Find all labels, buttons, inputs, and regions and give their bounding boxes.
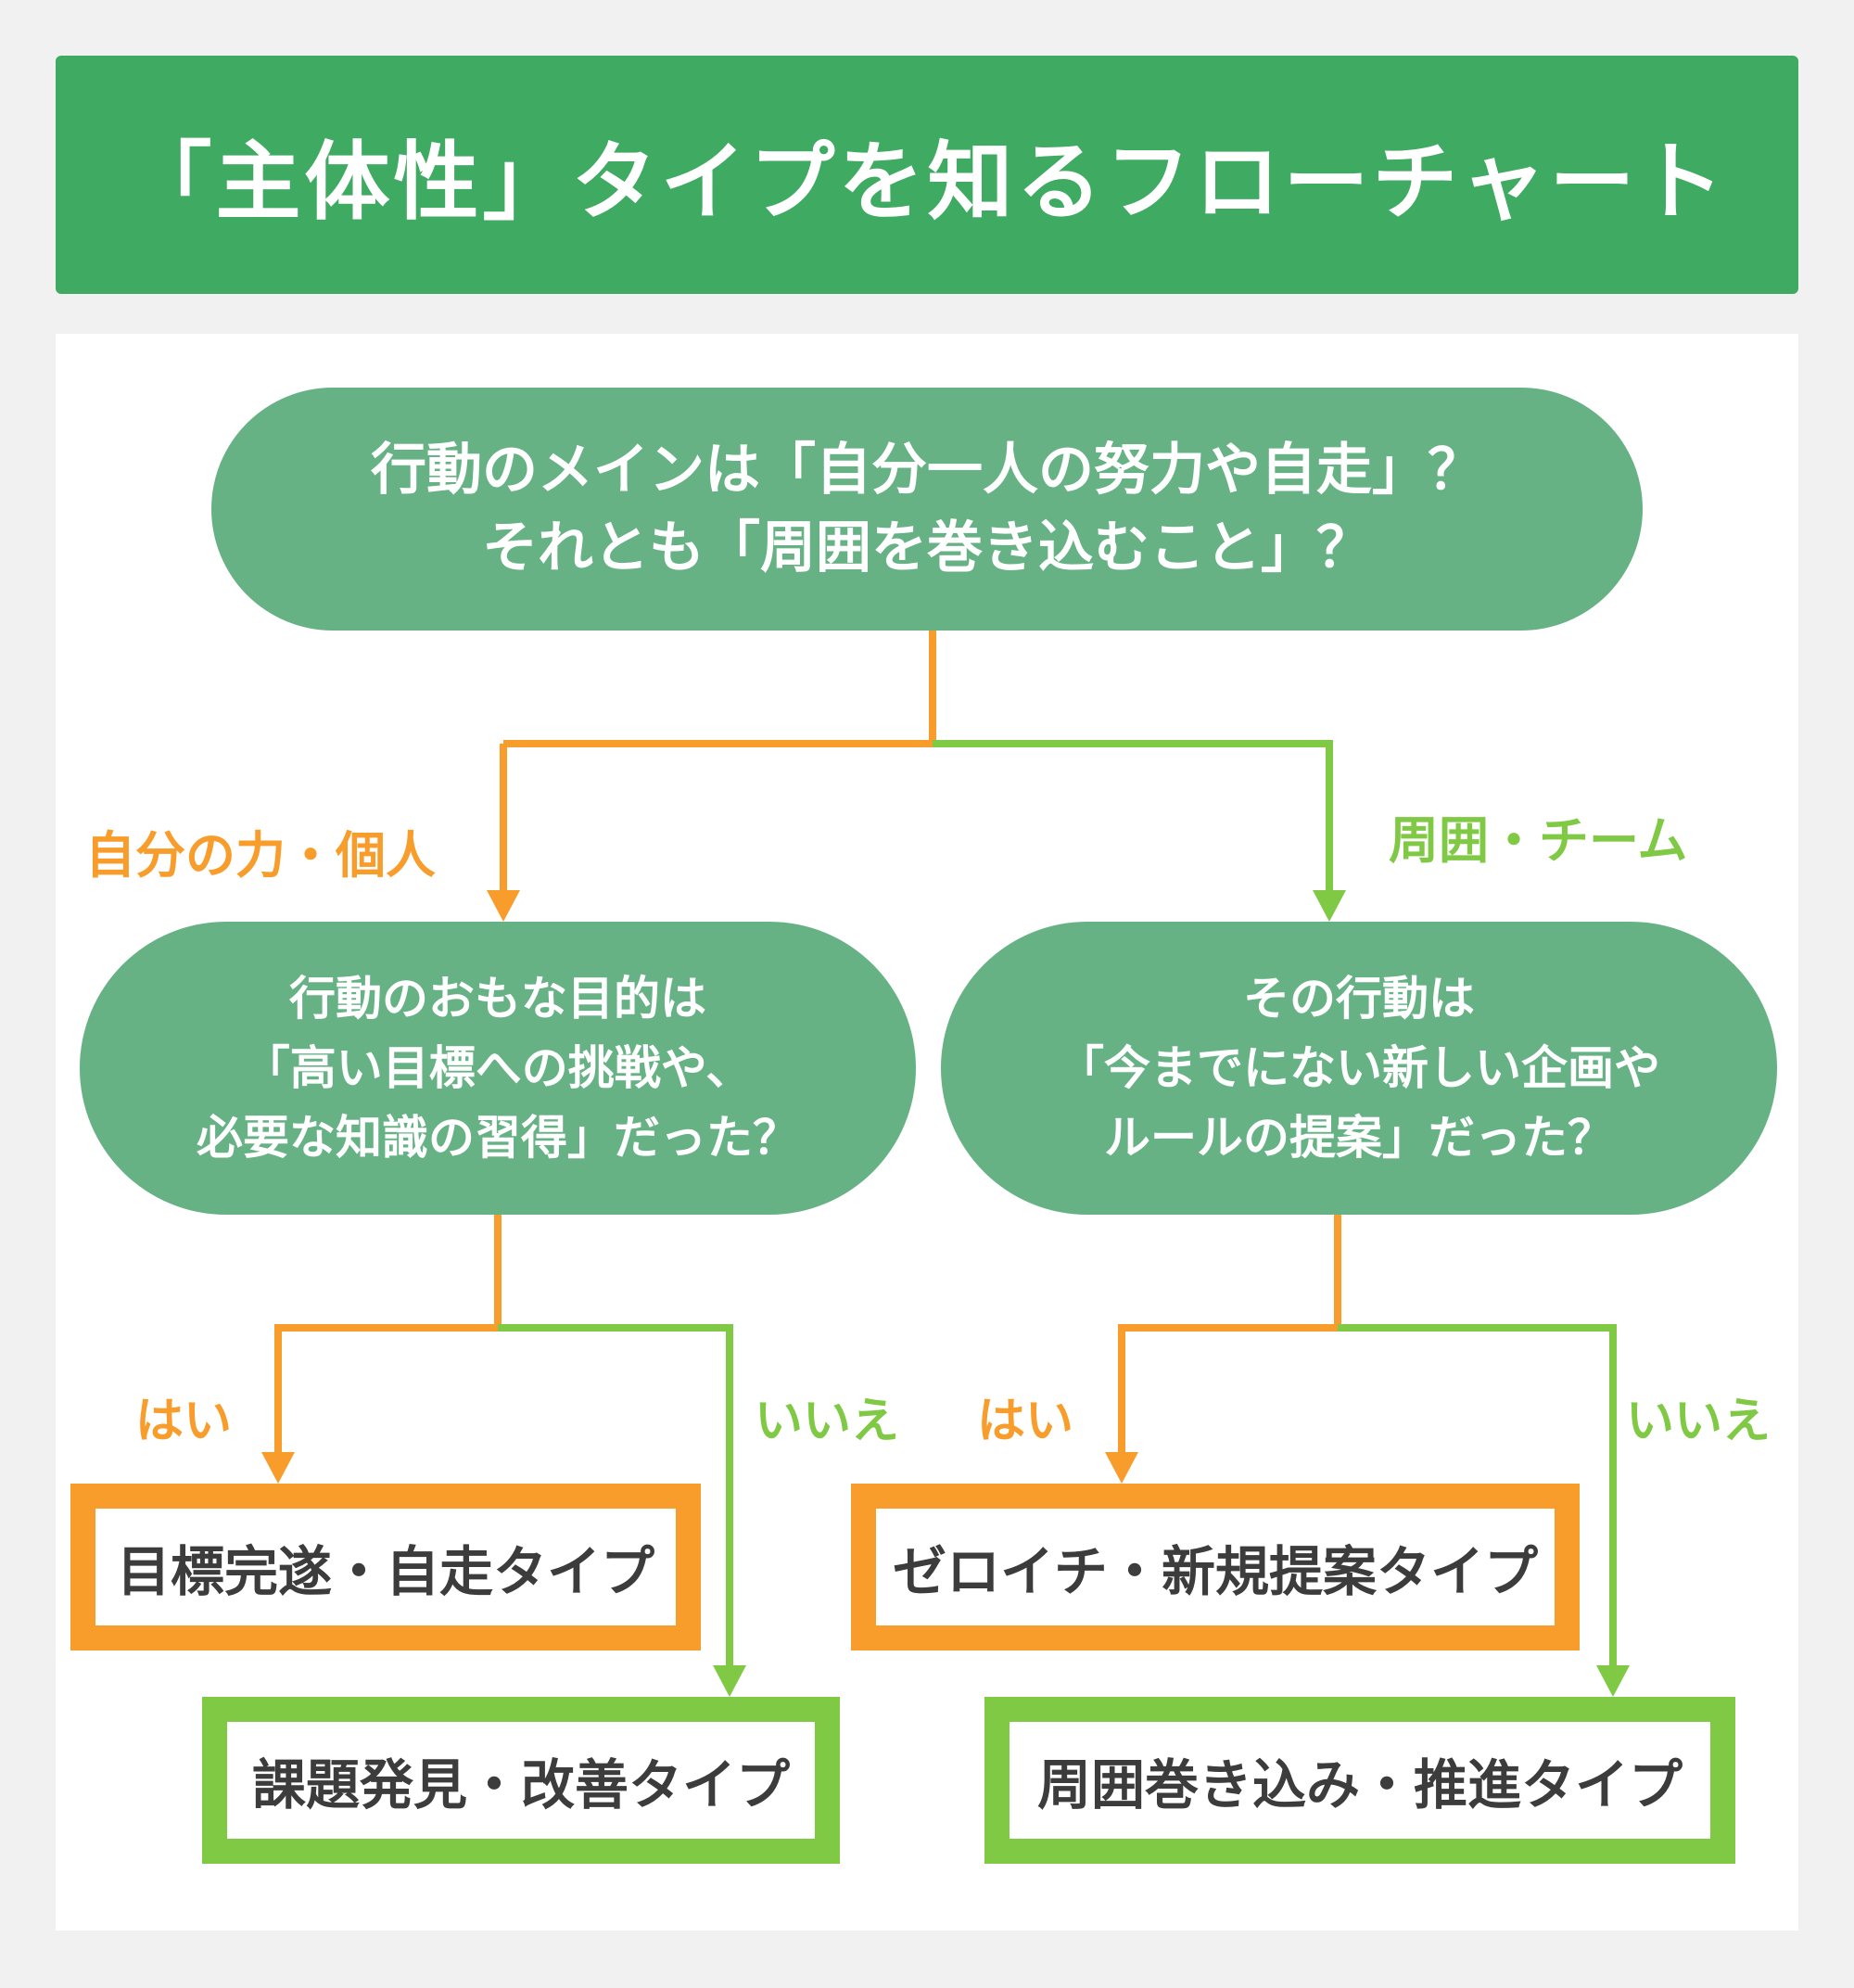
question-self-line: 「高い目標への挑戦や、 bbox=[243, 1040, 753, 1095]
question-team-line: ルールの提案」だった？ bbox=[1104, 1110, 1614, 1165]
result-label: ゼロイチ・新規提案タイプ bbox=[876, 1509, 1555, 1625]
question-team-line: 「今までにない新しい企画や bbox=[1058, 1040, 1660, 1095]
arrowhead-to-result2 bbox=[713, 1665, 746, 1697]
connector-q2-trunk bbox=[274, 1215, 502, 1459]
arrowhead-to-result3 bbox=[1105, 1452, 1138, 1484]
header-banner: 「主体性」タイプを知るフローチャート bbox=[56, 56, 1798, 294]
branch-label-no: いいえ bbox=[1626, 1394, 1771, 1449]
question-main-line: 行動のメインは「自分一人の努力や自走」？ bbox=[371, 438, 1483, 503]
connector-q3-no bbox=[1338, 1324, 1617, 1673]
arrowhead-to-q2 bbox=[487, 890, 520, 922]
question-main: 行動のメインは「自分一人の努力や自走」？ それとも「周囲を巻き込むこと」？ bbox=[211, 388, 1643, 631]
branch-label-no: いいえ bbox=[755, 1394, 900, 1449]
arrowhead-to-result4 bbox=[1596, 1665, 1630, 1697]
result-label: 課題発見・改善タイプ bbox=[227, 1722, 815, 1839]
question-self: 行動のおもな目的は 「高い目標への挑戦や、 必要な知識の習得」だった？ bbox=[80, 922, 916, 1215]
question-team: その行動は 「今までにない新しい企画や ルールの提案」だった？ bbox=[941, 922, 1777, 1215]
arrowhead-to-q3 bbox=[1313, 890, 1346, 922]
question-self-line: 行動のおもな目的は bbox=[289, 971, 706, 1026]
branch-label-yes: はい bbox=[977, 1394, 1074, 1449]
connector-q3-trunk bbox=[1118, 1215, 1341, 1459]
question-self-line: 必要な知識の習得」だった？ bbox=[197, 1110, 799, 1165]
result-label: 周囲巻き込み・推進タイプ bbox=[1010, 1722, 1710, 1839]
connector-q1-team bbox=[933, 740, 1333, 898]
branch-label-team: 周囲・チーム bbox=[1389, 811, 1688, 870]
branch-label-self: 自分の力・個人 bbox=[85, 826, 436, 885]
result-team-driver: 周囲巻き込み・推進タイプ bbox=[984, 1697, 1735, 1864]
arrowhead-to-result1 bbox=[261, 1452, 295, 1484]
result-goal-achiever: 目標完遂・自走タイプ bbox=[70, 1484, 701, 1650]
branch-label-yes: はい bbox=[135, 1394, 233, 1449]
result-label: 目標完遂・自走タイプ bbox=[95, 1509, 676, 1625]
connector-q1-trunk bbox=[503, 631, 936, 747]
result-problem-solver: 課題発見・改善タイプ bbox=[202, 1697, 840, 1864]
question-team-line: その行動は bbox=[1243, 971, 1475, 1026]
question-main-line: それとも「周囲を巻き込むこと」？ bbox=[482, 516, 1372, 580]
result-new-proposal: ゼロイチ・新規提案タイプ bbox=[851, 1484, 1580, 1650]
connector-q2-no bbox=[498, 1324, 733, 1673]
page-title: 「主体性」タイプを知るフローチャート bbox=[126, 133, 1728, 232]
